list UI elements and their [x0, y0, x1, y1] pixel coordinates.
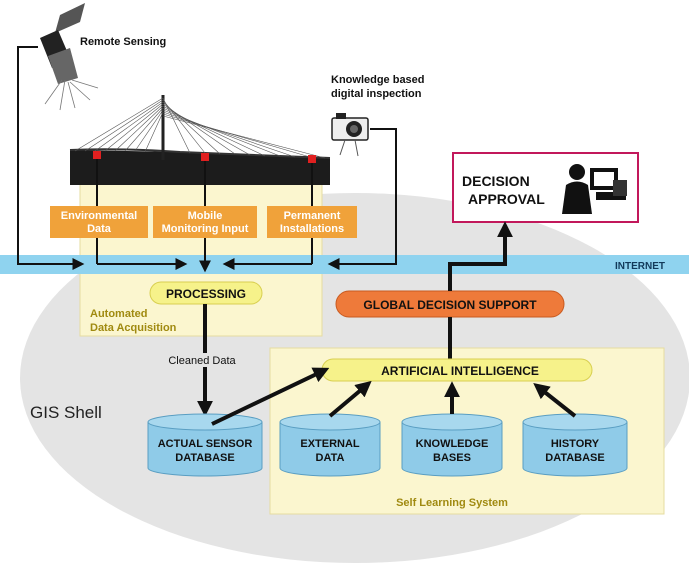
- history-database-label: DATABASE: [545, 452, 604, 464]
- sensor-marker: [93, 151, 101, 159]
- permanent-installations-label: Installations: [280, 223, 344, 235]
- knowledge-bases-label: KNOWLEDGE: [416, 438, 489, 450]
- decision-label: DECISION: [462, 173, 530, 189]
- permanent-installations-label: Permanent: [284, 210, 341, 222]
- mobile-monitoring-label: Monitoring Input: [162, 223, 249, 235]
- satellite-icon: [40, 3, 99, 111]
- environmental-data-box: [50, 206, 148, 238]
- knowledge-bases-label: BASES: [433, 452, 471, 464]
- remote-sensing-label: Remote Sensing: [80, 36, 166, 48]
- person-computer-icon: [562, 164, 627, 214]
- environmental-data-label: Data: [87, 223, 112, 235]
- gis-shell-label: GIS Shell: [30, 403, 102, 422]
- knowledge-bases-database: [401, 413, 503, 477]
- sensor-marker: [308, 155, 316, 163]
- external-data-label: DATA: [316, 452, 345, 464]
- permanent-installations-box: [267, 206, 357, 238]
- processing-label: PROCESSING: [166, 287, 246, 301]
- cleaned-data-label: Cleaned Data: [168, 355, 236, 367]
- camera-icon: [331, 113, 369, 157]
- automated-acquisition-label: Data Acquisition: [90, 322, 177, 334]
- actual-sensor-label: ACTUAL SENSOR: [158, 438, 253, 450]
- global-decision-label: GLOBAL DECISION SUPPORT: [363, 298, 537, 312]
- history-database-label: HISTORY: [551, 438, 600, 450]
- artificial-intelligence-label: ARTIFICIAL INTELLIGENCE: [381, 364, 539, 378]
- actual-sensor-database: [147, 413, 263, 477]
- history-database: [522, 413, 628, 477]
- automated-acquisition-label: Automated: [90, 308, 147, 320]
- knowledge-inspection-label: Knowledge based: [331, 74, 425, 86]
- internet-label: INTERNET: [615, 261, 665, 272]
- sensor-marker: [201, 153, 209, 161]
- self-learning-label: Self Learning System: [396, 497, 508, 509]
- external-data-database: [279, 413, 381, 477]
- mobile-monitoring-box: [153, 206, 257, 238]
- external-data-label: EXTERNAL: [300, 438, 360, 450]
- mobile-monitoring-label: Mobile: [188, 210, 223, 222]
- decision-label: APPROVAL: [468, 191, 545, 207]
- actual-sensor-label: DATABASE: [175, 452, 234, 464]
- knowledge-inspection-label: digital inspection: [331, 88, 422, 100]
- environmental-data-label: Environmental: [61, 210, 137, 222]
- bridge-illustration: [69, 95, 331, 185]
